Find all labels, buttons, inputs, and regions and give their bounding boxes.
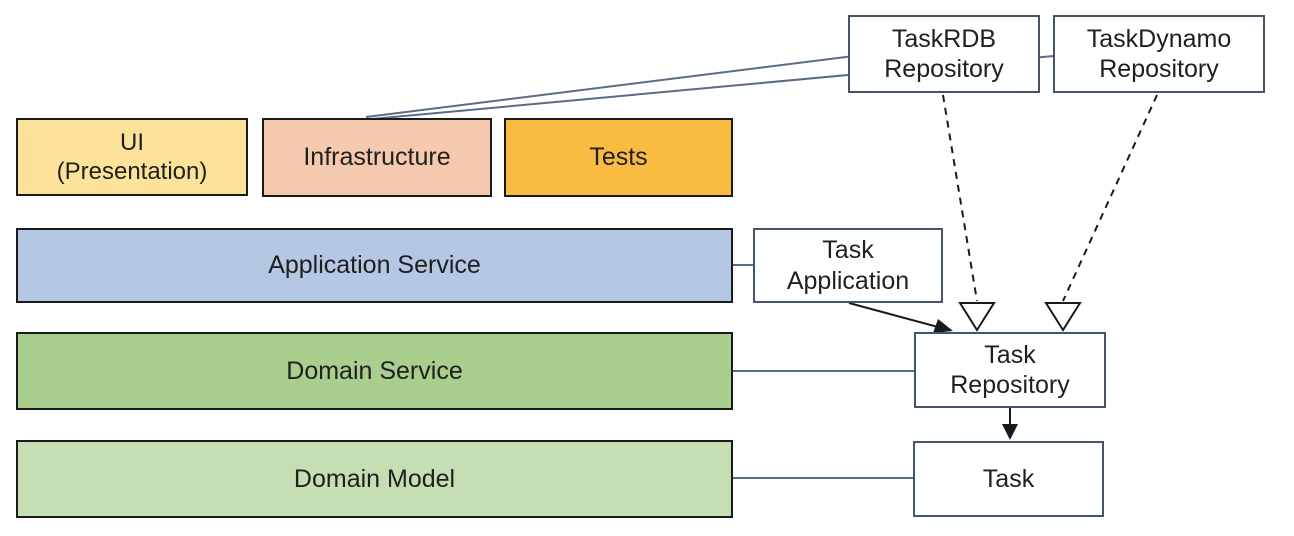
layer-application-service: Application Service xyxy=(16,228,733,303)
layer-domain-service: Domain Service xyxy=(16,332,733,410)
box-task: Task xyxy=(913,441,1104,517)
box-task-application: Task Application xyxy=(753,228,943,303)
edge-taskrdb-task-repository-dashed xyxy=(942,94,978,302)
open-triangle-arrowhead-left xyxy=(958,302,996,332)
box-task-repository: Task Repository xyxy=(914,332,1106,408)
layer-ui-presentation: UI (Presentation) xyxy=(16,118,248,196)
layer-infrastructure: Infrastructure xyxy=(262,118,492,197)
box-task-rdb-repository: TaskRDB Repository xyxy=(848,15,1040,93)
edge-task-application-task-repository xyxy=(848,302,939,328)
edge-infrastructure-taskrdb xyxy=(365,53,871,118)
layer-domain-model: Domain Model xyxy=(16,440,733,518)
layer-tests: Tests xyxy=(504,118,733,197)
box-task-dynamo-repository: TaskDynamo Repository xyxy=(1053,15,1265,93)
filled-arrowhead-task xyxy=(1002,424,1018,440)
filled-arrowhead-task-repository xyxy=(933,319,953,333)
edge-taskdynamo-task-repository-dashed xyxy=(1062,94,1158,302)
open-triangle-arrowhead-right xyxy=(1044,302,1082,332)
